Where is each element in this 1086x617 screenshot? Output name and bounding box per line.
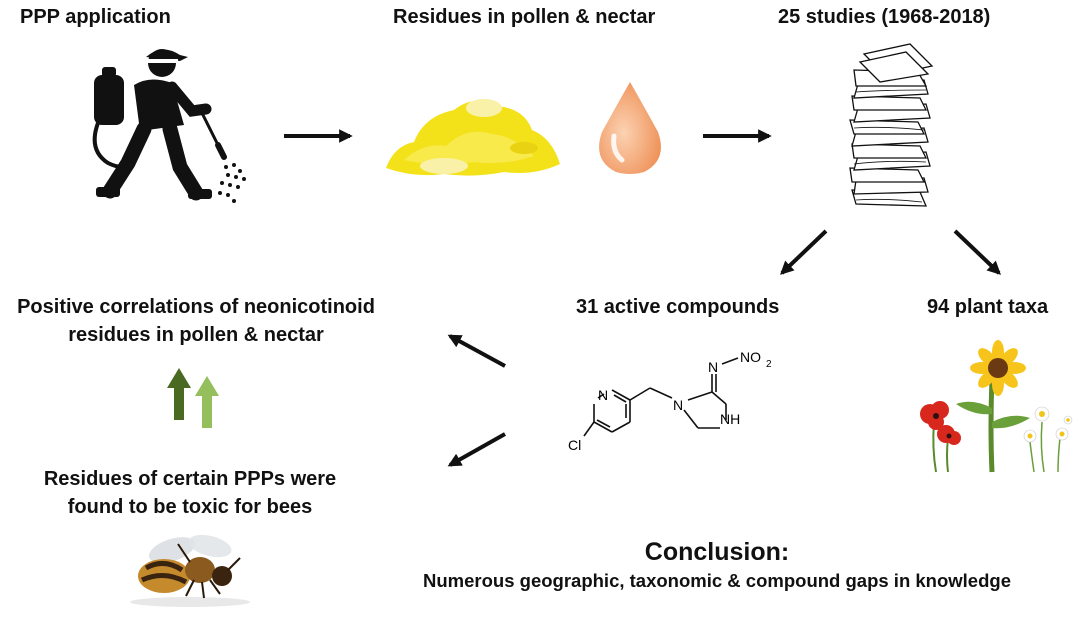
conclusion-title: Conclusion: — [644, 538, 790, 566]
studies-label: 25 studies (1968-2018) — [778, 6, 991, 28]
atom-n-imidazolidine: N — [673, 397, 683, 413]
atom-nh: NH — [720, 411, 740, 427]
dark-green-up-arrow-icon — [167, 368, 191, 420]
positive-correlations-line1: Positive correlations of neonicotinoid — [17, 296, 375, 318]
correlation-up-arrows — [167, 368, 219, 428]
atom-n-pyridine: N — [598, 387, 608, 403]
light-green-up-arrow-icon — [195, 376, 219, 428]
arrow-compounds-to-correlations — [447, 334, 506, 368]
nitro-subscript: 2 — [766, 359, 772, 370]
arrow-studies-to-compounds — [780, 229, 828, 275]
ppp-application-label: PPP application — [20, 6, 171, 28]
arrow-studies-to-taxa — [953, 229, 1001, 275]
residues-pollen-nectar-label: Residues in pollen & nectar — [393, 6, 656, 28]
paper-stack-icon — [849, 43, 934, 207]
nitro-group: NO — [740, 349, 761, 365]
atom-n-imine: N — [708, 359, 718, 375]
dead-bee-icon — [130, 534, 250, 607]
person-spraying-pesticide-icon — [92, 49, 246, 203]
nectar-drop-icon — [599, 82, 661, 174]
flowers-icon — [920, 340, 1073, 473]
pollen-pile-icon — [386, 99, 560, 176]
conclusion-text: Numerous geographic, taxonomic & compoun… — [423, 570, 1011, 591]
molecule-structure: N Cl N NH N NO 2 — [568, 349, 772, 453]
arrow-compounds-to-toxicity — [447, 432, 506, 467]
active-compounds-label: 31 active compounds — [576, 296, 780, 318]
plant-taxa-label: 94 plant taxa — [927, 296, 1049, 318]
toxic-residues-line1: Residues of certain PPPs were — [43, 468, 337, 490]
positive-correlations-line2: residues in pollen & nectar — [68, 324, 324, 346]
toxic-residues-line2: found to be toxic for bees — [67, 496, 313, 518]
atom-chlorine: Cl — [568, 437, 581, 453]
